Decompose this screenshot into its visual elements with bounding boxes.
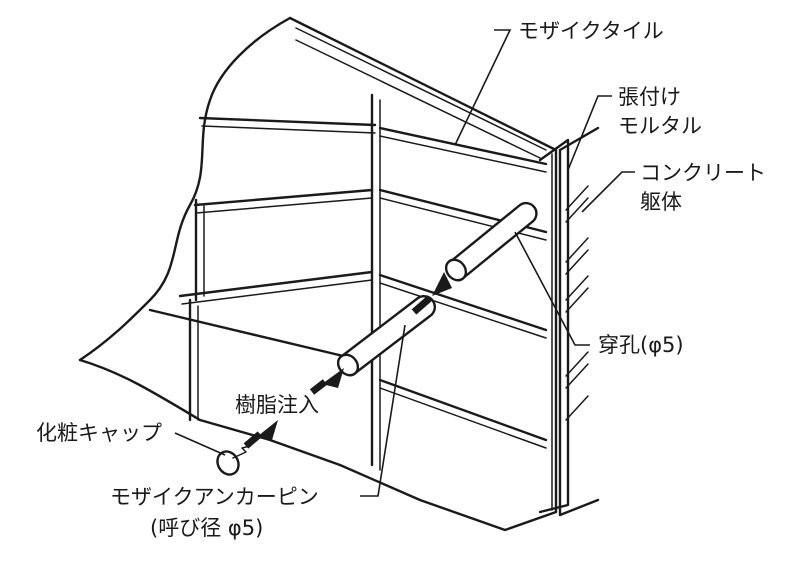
label-concrete-line1: コンクリート [640,161,766,185]
concrete-hatching [565,185,589,421]
label-anchor-pin-line1: モザイクアンカーピン [110,485,319,509]
label-mortar-line1: 張付け [618,85,681,109]
leader-lines [174,29,635,497]
cosmetic-cap [216,441,251,476]
label-resin-injection: 樹脂注入 [235,393,319,417]
mortar-layer [538,138,570,514]
label-mortar-line2: モルタル [618,114,702,138]
label-concrete-line2: 躯体 [640,190,682,214]
tile-joints-horizontal [148,116,548,449]
label-cosmetic-cap: 化粧キャップ [36,421,162,445]
arrow-icon [432,272,452,296]
anchor-pin-in-wall [444,201,538,282]
concrete-body [558,126,600,517]
label-drill-hole: 穿孔(φ5) [598,333,684,357]
arrow-icon [258,420,278,440]
label-mosaic-tile: モザイクタイル [518,19,664,43]
arrow-icon [322,368,344,388]
tile-wall [78,16,558,532]
label-anchor-pin-line2: (呼び径 φ5) [150,516,263,540]
tile-joints-vertical [188,93,381,471]
